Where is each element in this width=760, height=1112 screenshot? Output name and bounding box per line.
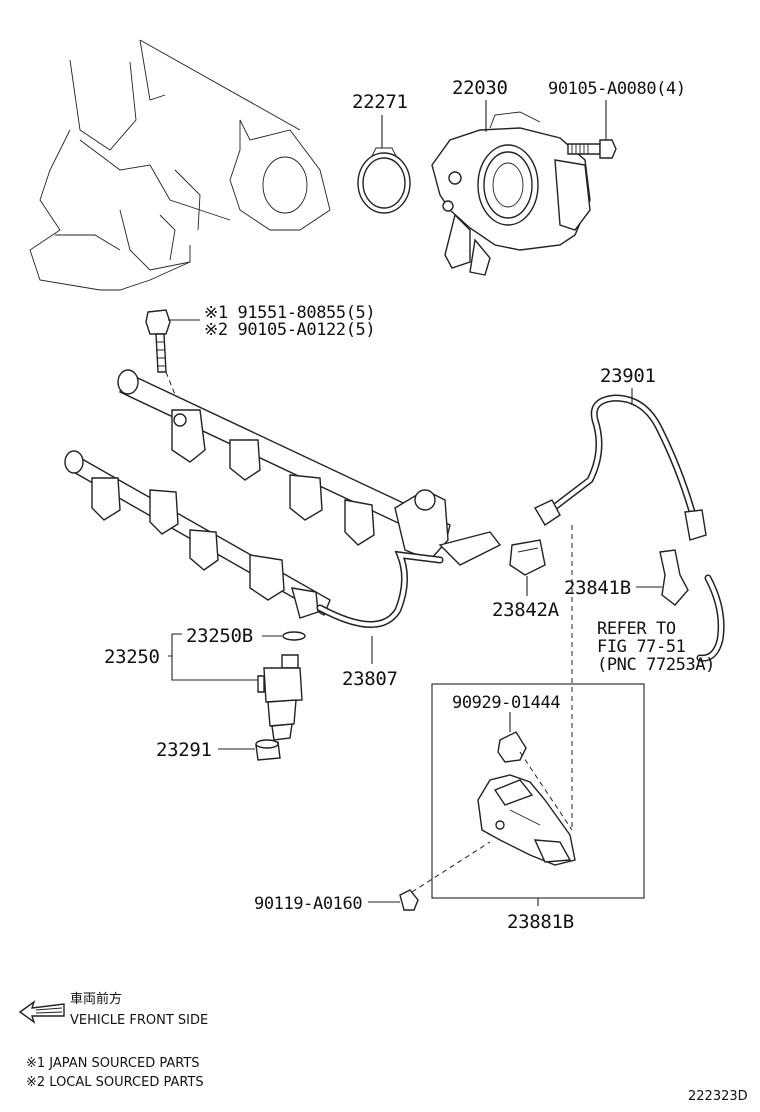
label-23250b: 23250B xyxy=(186,625,253,647)
figure-id: 222323D xyxy=(688,1089,748,1104)
label-90119-a0160: 90119-A0160 xyxy=(254,894,362,914)
legend-note-2: ※2 LOCAL SOURCED PARTS xyxy=(26,1075,204,1090)
fuel-delivery-pipe-lower[interactable] xyxy=(64,450,331,619)
bolt-90119-a0160[interactable] xyxy=(399,889,419,911)
bolt-90105-a0080[interactable] xyxy=(567,139,617,159)
throttle-body-22030[interactable] xyxy=(431,111,591,276)
intake-manifold-illustration xyxy=(29,39,331,291)
label-23291: 23291 xyxy=(156,739,212,761)
label-refer-3: (PNC 77253A) xyxy=(597,655,715,675)
fuel-tube-23901[interactable] xyxy=(534,394,707,541)
clip-install-line xyxy=(519,751,573,831)
delivery-pipe-bolt[interactable] xyxy=(145,309,171,373)
bolt-install-line-bracket xyxy=(411,841,491,893)
fuel-delivery-pipe-upper[interactable] xyxy=(117,369,502,566)
fuel-injector-23250[interactable] xyxy=(257,654,303,741)
leader-23250-bracket xyxy=(168,633,258,681)
label-refer-2: FIG 77-51 xyxy=(597,637,686,657)
insulator-23291[interactable] xyxy=(255,739,281,761)
legend-note-1: ※1 JAPAN SOURCED PARTS xyxy=(26,1056,200,1071)
label-23841b: 23841B xyxy=(564,577,631,599)
label-23842a: 23842A xyxy=(492,599,560,621)
o-ring-23250b[interactable] xyxy=(282,631,306,641)
throttle-gasket-22271[interactable] xyxy=(357,147,411,214)
clip-90929-01444[interactable] xyxy=(497,731,527,763)
fuel-hose-23807[interactable] xyxy=(316,550,444,628)
label-bolt-note-2: ※2 90105-A0122(5) xyxy=(204,320,375,340)
label-90105-a0080: 90105-A0080(4) xyxy=(548,79,686,99)
label-refer-1: REFER TO xyxy=(597,619,676,639)
referenced-hose xyxy=(696,574,725,662)
bracket-23881b[interactable] xyxy=(477,774,576,866)
label-23901: 23901 xyxy=(600,365,656,387)
label-22030: 22030 xyxy=(452,77,508,99)
label-22271: 22271 xyxy=(352,91,408,113)
label-bolt-note-1: ※1 91551-80855(5) xyxy=(204,303,375,323)
label-23881b: 23881B xyxy=(507,911,574,933)
vehicle-front-arrow-icon xyxy=(18,1000,65,1024)
legend-front-jp: 車両前方 xyxy=(70,991,122,1007)
clip-23841b[interactable] xyxy=(659,549,689,606)
label-23250: 23250 xyxy=(104,646,160,668)
legend-front-en: VEHICLE FRONT SIDE xyxy=(70,1013,208,1028)
connector-23842a[interactable] xyxy=(509,539,546,576)
label-90929-01444: 90929-01444 xyxy=(452,693,560,713)
label-23807: 23807 xyxy=(342,668,398,690)
